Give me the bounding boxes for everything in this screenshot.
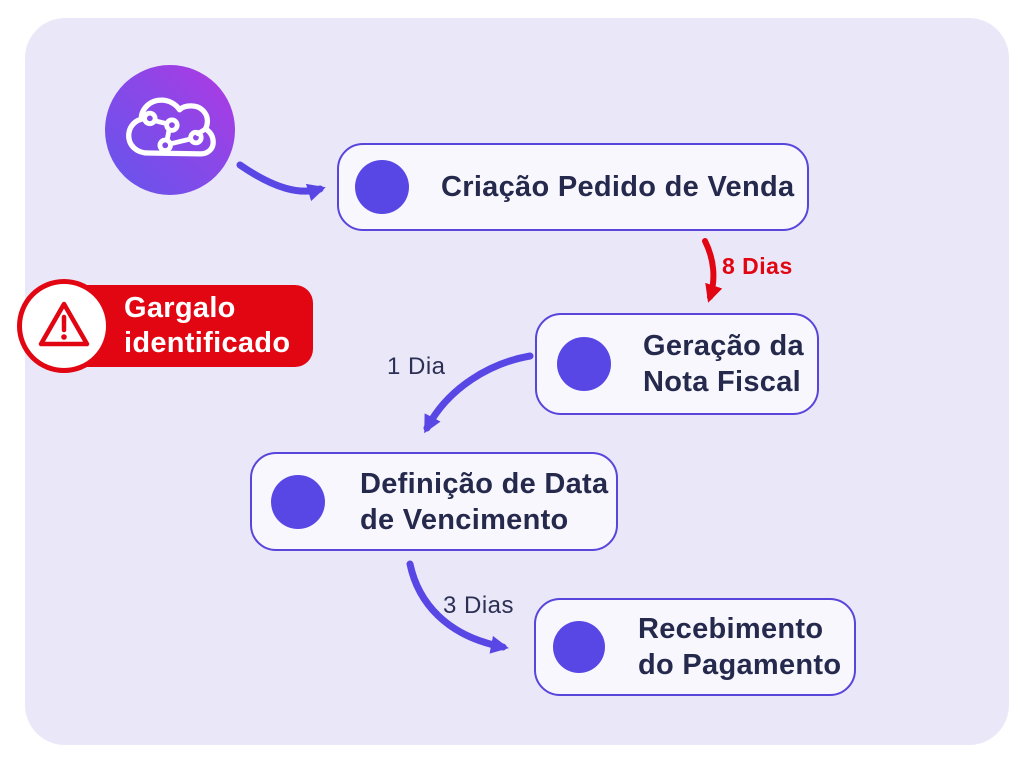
warning-triangle-icon [35, 298, 93, 355]
warning-circle [17, 279, 111, 373]
step-dot-icon [553, 621, 605, 673]
step-recebimento-pagamento: Recebimento do Pagamento [534, 598, 856, 696]
cloud-circuit-icon [122, 89, 218, 172]
edge-label-3-dias: 3 Dias [443, 592, 515, 619]
step-definicao-data-vencimento: Definição de Data de Vencimento [250, 452, 618, 551]
edge-label-1-dia: 1 Dia [387, 353, 446, 380]
arrow-step1-to-step2-icon [702, 238, 723, 303]
step-label: Recebimento do Pagamento [638, 613, 842, 681]
step-label: Definição de Data de Vencimento [360, 467, 609, 536]
arrow-ai-to-step1-icon [236, 161, 326, 202]
arrow-step3-to-step4-icon [406, 560, 509, 654]
step-dot-icon [557, 337, 611, 391]
arrow-step2-to-step3-icon [423, 352, 534, 434]
step-criacao-pedido-venda: Criação Pedido de Venda [337, 143, 809, 231]
step-dot-icon [355, 160, 409, 214]
step-label: Geração da Nota Fiscal [643, 330, 804, 398]
ai-gradient-circle [105, 65, 235, 195]
step-dot-icon [271, 474, 325, 529]
step-geracao-nota-fiscal: Geração da Nota Fiscal [535, 313, 819, 415]
step-label: Criação Pedido de Venda [441, 171, 795, 203]
edge-label-8-dias: 8 Dias [722, 253, 793, 279]
bottleneck-badge-label: Gargalo identificado [124, 292, 291, 359]
